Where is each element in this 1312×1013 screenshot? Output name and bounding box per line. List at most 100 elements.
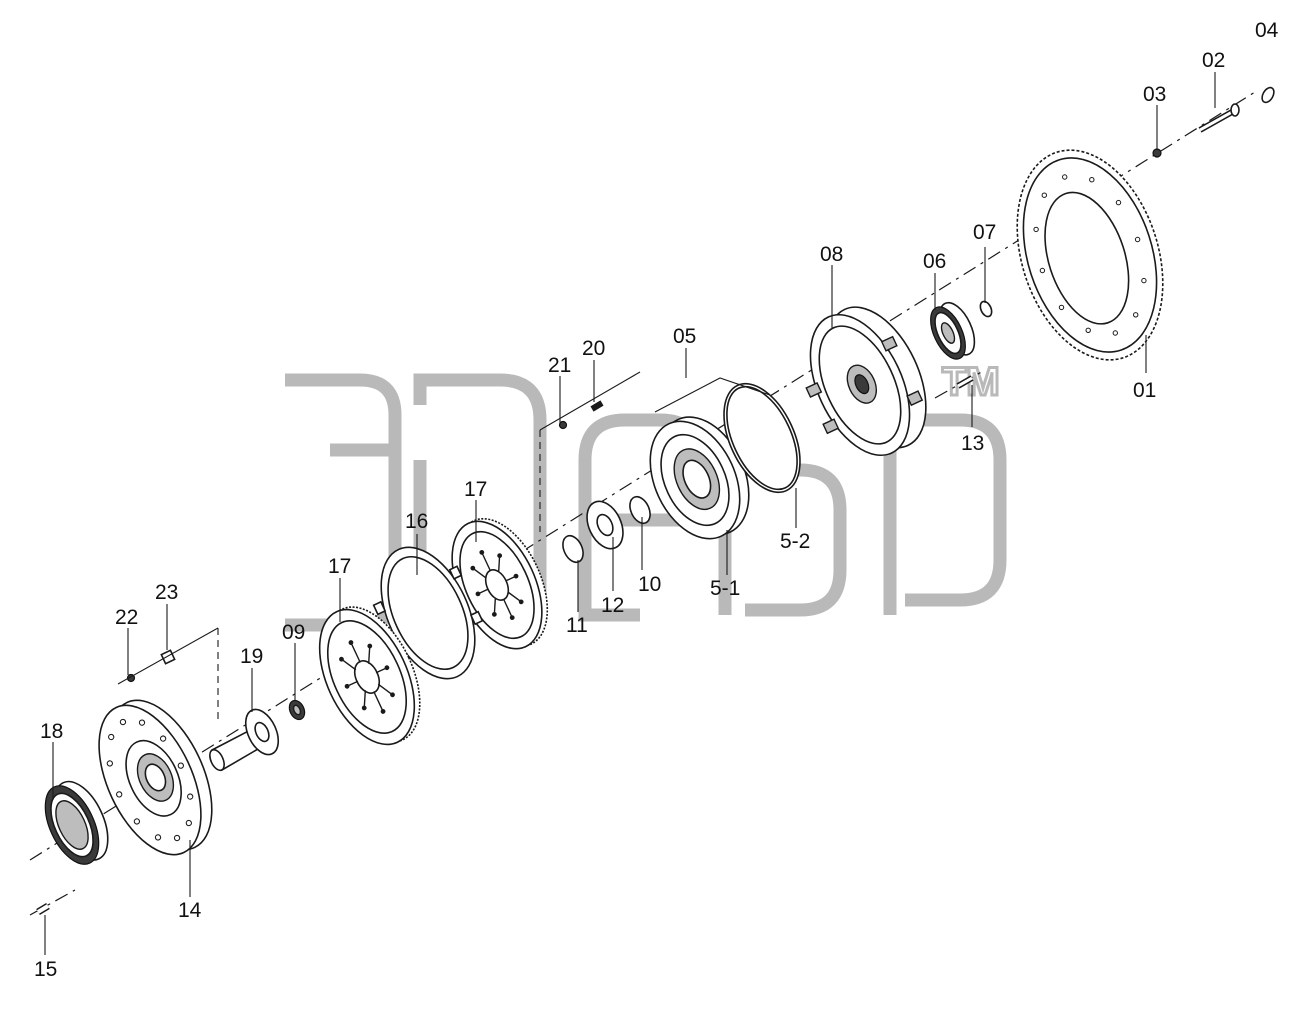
bolt-20 [590, 400, 604, 412]
flange-bolt-hole [159, 735, 167, 742]
flange-bolt-hole [116, 791, 123, 798]
gear-bolt-hole [1041, 192, 1048, 198]
pin-13 [956, 375, 974, 389]
piston-05 [649, 416, 750, 540]
label-08: 08 [820, 243, 843, 266]
pin-15 [36, 902, 50, 916]
label-16: 16 [405, 510, 428, 533]
flange-bolt-hole [106, 760, 113, 767]
aux-line-22 [117, 627, 219, 685]
label-15: 15 [34, 958, 57, 981]
pin-axis-13 [934, 369, 986, 399]
label-14: 14 [178, 899, 202, 922]
disc-dot [380, 709, 386, 714]
needle-bearing-09 [288, 699, 306, 721]
flange-bolt-hole [173, 834, 181, 842]
flange-bolt-hole [185, 819, 192, 827]
disc-dot [479, 549, 485, 555]
label-07: 07 [973, 221, 996, 244]
oil-seal-18 [44, 780, 109, 865]
label-5-1: 5-1 [710, 577, 740, 600]
disc-groove [350, 642, 361, 663]
disc-dot [339, 656, 344, 662]
disc-dot [491, 611, 497, 617]
disc-dot [475, 591, 481, 597]
disc-dot [344, 683, 350, 689]
gear-bolt-hole [1112, 330, 1119, 336]
friction-disc-17-lower [318, 606, 421, 746]
disc-dot [497, 553, 503, 559]
bearing-06 [930, 301, 976, 360]
nut-03 [1152, 148, 1162, 158]
disc-groove [367, 645, 371, 664]
gear-bolt-hole [1033, 226, 1039, 233]
label-02: 02 [1202, 49, 1225, 72]
gear-bolt-hole [1058, 304, 1065, 311]
label-5-2: 5-2 [780, 530, 810, 553]
label-20: 20 [582, 337, 605, 360]
disc-groove [373, 691, 384, 712]
disc-dot [509, 615, 515, 621]
pin-axis-15 [29, 889, 76, 916]
shaft-19 [209, 708, 280, 772]
label-22: 22 [115, 606, 138, 629]
disc-groove [341, 658, 357, 671]
main-axis [29, 91, 1256, 861]
gear-bolt-hole [1062, 174, 1068, 180]
gear-bolt-hole [1133, 312, 1139, 318]
disc-groove [377, 683, 393, 696]
clutch-drum-08 [805, 306, 927, 457]
label-18: 18 [40, 720, 63, 743]
aux-line-21-axis [539, 371, 641, 431]
disc-groove [507, 591, 522, 603]
label-17-lower: 17 [328, 555, 351, 578]
disc-dot [348, 640, 354, 645]
washer-04 [1261, 86, 1275, 104]
watermark-logo: TM [285, 359, 1007, 632]
part-labels: 01 02 03 04 05 06 07 08 09 10 11 12 13 1… [34, 19, 1279, 981]
disc-dot [470, 565, 476, 571]
gear-bolt-hole [1085, 327, 1091, 333]
disc-groove [497, 555, 501, 572]
disc-groove [472, 567, 487, 579]
flange-bolt-hole [138, 719, 146, 726]
label-06: 06 [923, 250, 946, 273]
o-ring-10 [629, 495, 651, 525]
label-09: 09 [282, 621, 305, 644]
flange-housing-14 [98, 699, 213, 856]
gear-bolt-hole [1115, 199, 1122, 206]
disc-groove [481, 552, 491, 571]
flange-bolt-hole [177, 762, 184, 769]
leader-lines [44, 72, 1216, 955]
flange-bolt-hole [119, 718, 127, 726]
label-04: 04 [1255, 19, 1279, 42]
label-11: 11 [566, 614, 588, 637]
gear-bolt-hole [1039, 267, 1046, 274]
bolt-02 [1198, 103, 1240, 133]
disc-groove [363, 690, 367, 709]
disc-dot [513, 573, 519, 579]
flange-bolt-hole [108, 733, 115, 741]
flange-bolt-hole [154, 834, 162, 841]
flange-bolt-hole [133, 818, 141, 825]
disc-dot [384, 665, 390, 671]
disc-dot [367, 643, 373, 649]
gear-bolt-hole [1089, 177, 1095, 183]
gear-bolt-hole [1134, 236, 1141, 243]
seal-ring-5-2-inner [726, 385, 798, 491]
disc-groove [503, 599, 513, 618]
washer-23 [160, 649, 176, 665]
thrust-washer-12 [586, 500, 624, 550]
disc-dot [390, 692, 395, 698]
label-19: 19 [240, 645, 263, 668]
label-05: 05 [673, 325, 696, 348]
label-01: 01 [1133, 379, 1156, 402]
o-ring-07 [979, 300, 993, 318]
label-21: 21 [548, 354, 571, 377]
label-13: 13 [961, 432, 984, 455]
gear-bolt-hole [1141, 277, 1147, 284]
label-23: 23 [155, 581, 178, 604]
label-17-upper: 17 [464, 478, 487, 501]
